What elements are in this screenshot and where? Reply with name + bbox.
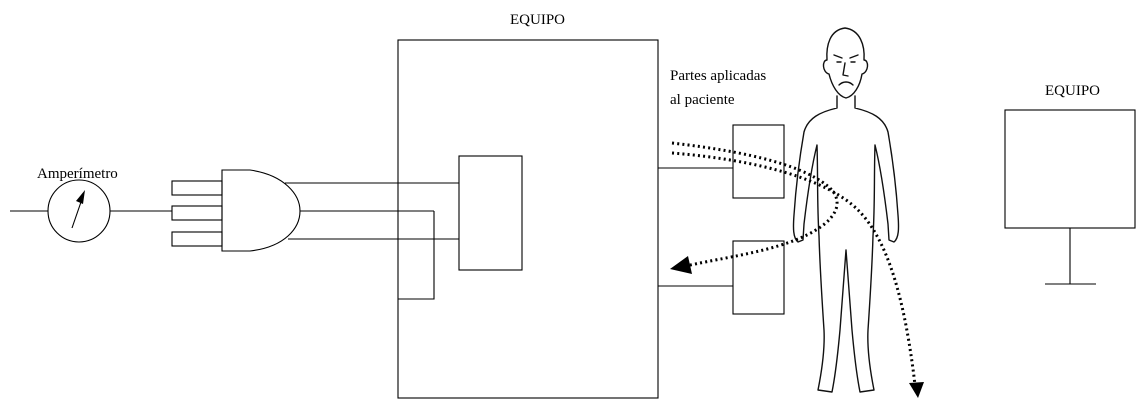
partes-aplicadas-label-line2: al paciente (670, 92, 735, 108)
equipo-main-label: EQUIPO (510, 12, 565, 28)
equipo-right (1004, 109, 1136, 285)
equipo-right-box (1004, 109, 1136, 229)
patient-face (833, 54, 859, 86)
ammeter (10, 179, 172, 243)
partes-aplicadas-label-line1: Partes aplicadas (670, 68, 766, 84)
wiring (285, 167, 733, 300)
mains-plug (171, 169, 301, 252)
return-arrow-icon (670, 256, 692, 274)
leakage-path-ground (671, 151, 917, 386)
plug-pin-top (171, 180, 223, 196)
patient-figure (792, 27, 900, 393)
applied-part-lower (732, 240, 785, 315)
leakage-current-paths (670, 141, 924, 398)
plug-pin-middle (171, 205, 223, 221)
plug-pin-bottom (171, 231, 223, 247)
ground-arrow-icon (909, 382, 924, 398)
patient-body-outline (792, 95, 900, 393)
equipo-right-label: EQUIPO (1045, 83, 1100, 99)
plug-body (221, 169, 301, 252)
ammeter-needle-icon (76, 190, 85, 204)
equipo-main-box (397, 39, 659, 399)
patient-head (822, 27, 869, 99)
internal-circuit-box (458, 155, 523, 271)
amperimetro-label: Amperímetro (37, 166, 118, 182)
